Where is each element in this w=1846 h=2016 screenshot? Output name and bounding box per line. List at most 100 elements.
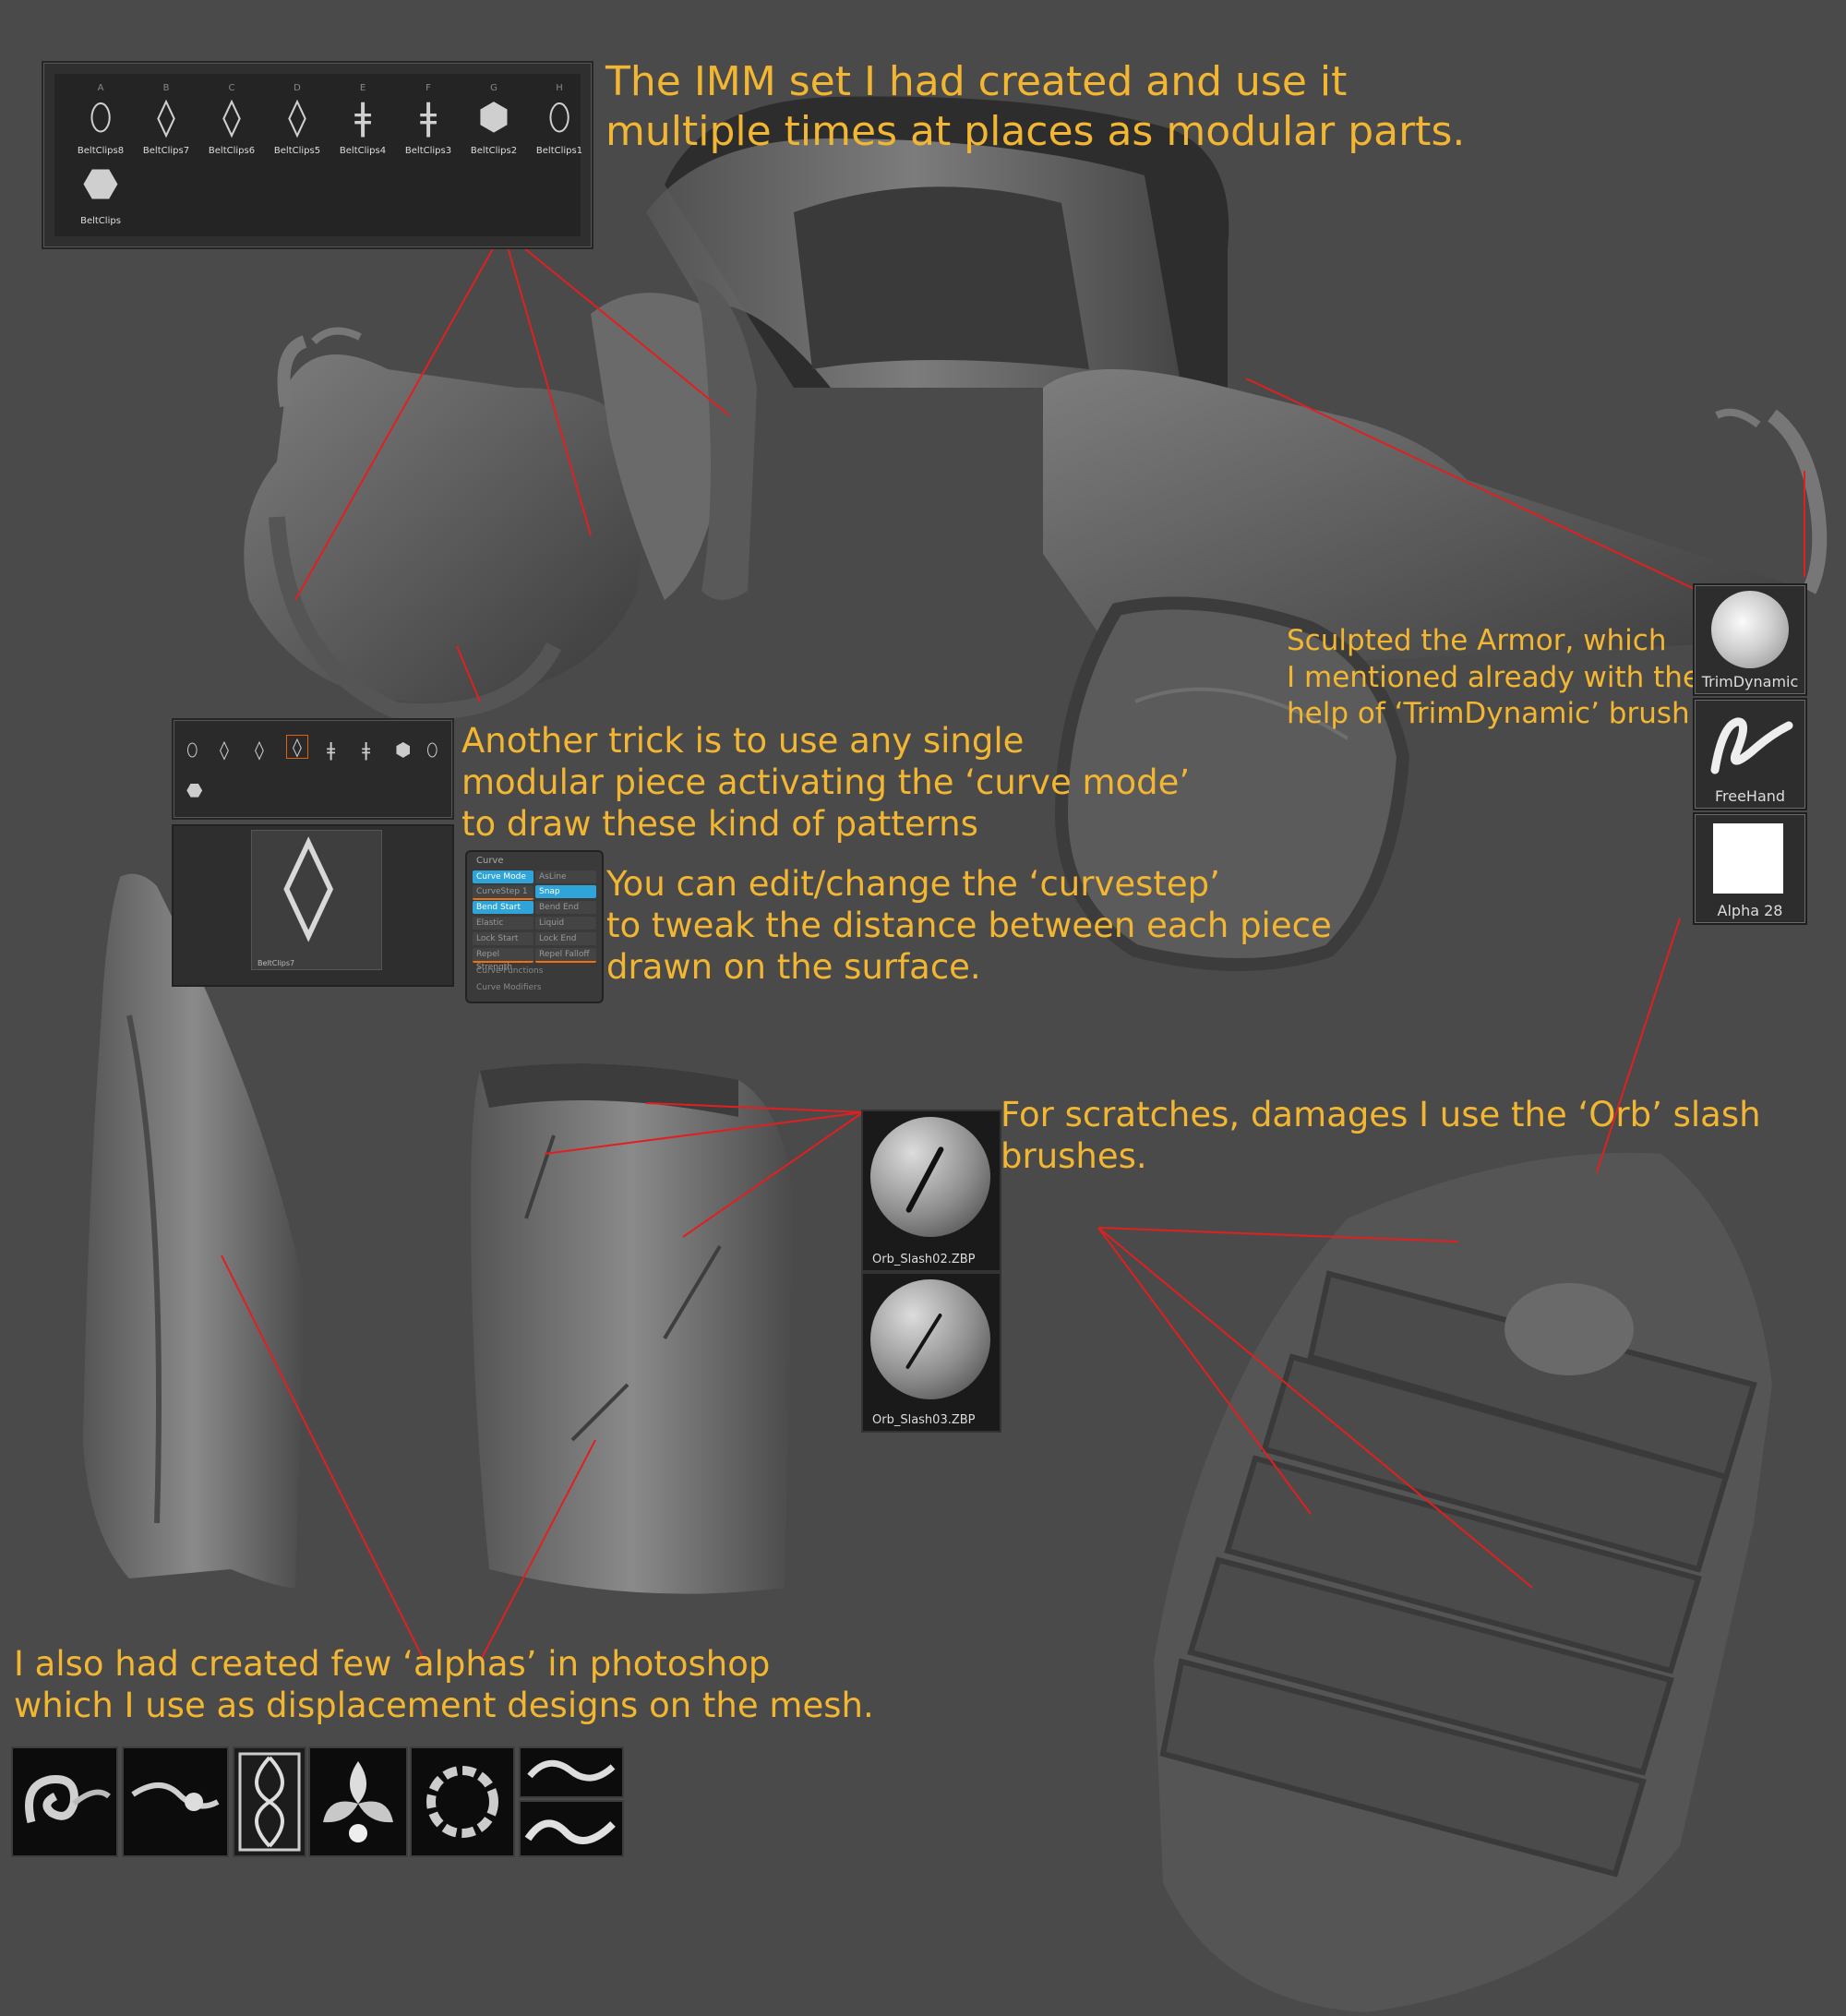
curve-modifiers-section[interactable]: Curve Modifiers — [476, 983, 542, 992]
imm-slot-letter: B — [162, 83, 170, 93]
repel-strength-slider[interactable]: Repel Strength — [473, 948, 533, 972]
orb-slash02-brush[interactable]: Orb_Slash02.ZBP — [861, 1110, 1001, 1272]
imm-slot-beltclips5-icon[interactable]: ◊ — [286, 735, 308, 759]
gauntlet-render — [1154, 1152, 1772, 2012]
imm-slot-beltclips8-icon[interactable]: ⬯ — [186, 738, 198, 761]
imm-slot-label: BeltClips5 — [273, 146, 321, 156]
bend-end-button[interactable]: Bend End — [535, 901, 596, 914]
brush-label: FreeHand — [1714, 787, 1786, 805]
imm-slot-letter: D — [294, 83, 301, 93]
annotation-line: You can edit/change the ‘curvestep’ — [606, 864, 1220, 904]
belt-clip-icon: ⬢ — [477, 96, 510, 138]
imm-slot-letter: A — [97, 83, 104, 93]
belt-clip-icon: ◊ — [222, 96, 241, 138]
orb-brush-label: Orb_Slash02.ZBP — [872, 1253, 976, 1266]
imm-slot-letter: C — [228, 83, 235, 93]
curvestep-slider[interactable]: CurveStep 1 — [473, 885, 533, 900]
annotation-line: For scratches, damages I use the ‘Orb’ s… — [1001, 1095, 1761, 1134]
annotation-line: I mentioned already with the — [1287, 660, 1701, 694]
imm-palette-large: A ⬯ BeltClips8 B ◊ BeltClips7 C ◊ BeltCl… — [42, 61, 593, 249]
corner-ornament-icon — [527, 1759, 616, 1782]
annotation-line: which I use as displacement designs on t… — [14, 1686, 874, 1726]
lock-end-button[interactable]: Lock End — [535, 932, 596, 945]
annotation-line: I also had created few ‘alphas’ in photo… — [14, 1644, 771, 1684]
annotation-line: to tweak the distance between each piece — [606, 906, 1332, 946]
curve-functions-section[interactable]: Curve Functions — [476, 966, 544, 976]
imm-slot-beltclips1-icon[interactable]: ⬯ — [426, 738, 438, 761]
belt-clip-icon: ǂ — [419, 96, 438, 138]
alpha-thumb-panel[interactable] — [233, 1746, 306, 1857]
belt-clip-icon: ⬯ — [547, 96, 571, 138]
annotation-line: modular piece activating the ‘curve mode… — [462, 762, 1191, 803]
annotation-imm: The IMM set I had created and use it mul… — [605, 57, 1465, 156]
annotation-curvestep: You can edit/change the ‘curvestep’ to t… — [606, 863, 1332, 988]
imm-slot-letter: G — [490, 83, 497, 93]
imm-slot-beltclips6-icon[interactable]: ◊ — [255, 738, 264, 761]
wreath-ornament-icon — [426, 1766, 498, 1838]
annotation-line: brushes. — [1001, 1136, 1147, 1177]
alpha-thumb-corner-bottom[interactable] — [519, 1800, 624, 1857]
imm-preview-tile[interactable]: ◊ BeltClips7 — [251, 830, 382, 970]
imm-slot-letter: H — [556, 83, 563, 93]
snap-button[interactable]: Snap — [535, 885, 596, 898]
trimdynamic-brush-tile[interactable]: TrimDynamic — [1693, 583, 1807, 696]
freehand-stroke-tile[interactable]: FreeHand — [1693, 698, 1807, 810]
imm-slot-beltclips7[interactable]: B ◊ BeltClips7 — [134, 83, 198, 175]
repel-falloff-slider[interactable]: Repel Falloff — [535, 948, 596, 963]
stroke-icon — [1710, 717, 1793, 774]
imm-slot-beltclips4-icon[interactable]: ǂ — [327, 738, 336, 761]
imm-slot-beltclips3-icon[interactable]: ǂ — [362, 738, 371, 761]
alpha-thumb-wreath[interactable] — [410, 1746, 515, 1857]
diamond-clip-icon: ◊ — [283, 824, 334, 942]
alpha-thumb-scroll[interactable] — [11, 1746, 118, 1857]
imm-slot-beltclips2[interactable]: G ⬢ BeltClips2 — [462, 83, 526, 175]
imm-slot-beltclips-icon[interactable]: ⬣ — [186, 779, 203, 801]
imm-slot-beltclips5[interactable]: D ◊ BeltClips5 — [265, 83, 330, 175]
collar-armor-render — [244, 96, 1828, 971]
imm-slot-label: BeltClips4 — [339, 146, 387, 156]
curve-mode-button[interactable]: Curve Mode — [473, 870, 533, 883]
imm-slot-beltclips4[interactable]: E ǂ BeltClips4 — [330, 83, 395, 175]
brush-label: TrimDynamic — [1701, 673, 1799, 690]
imm-slot-label: BeltClips8 — [77, 146, 125, 156]
imm-slot-label: BeltClips — [80, 216, 121, 226]
annotation-armor: Sculpted the Armor, which I mentioned al… — [1287, 623, 1700, 733]
belt-clip-icon: ◊ — [288, 96, 306, 138]
imm-slot-beltclips7-icon[interactable]: ◊ — [220, 738, 229, 761]
elastic-button[interactable]: Elastic — [473, 917, 533, 930]
imm-preview-label: BeltClips7 — [258, 959, 295, 967]
imm-slot-letter: E — [359, 83, 366, 93]
imm-slot-beltclips6[interactable]: C ◊ BeltClips6 — [199, 83, 264, 175]
imm-slot-beltclips2-icon[interactable]: ⬢ — [395, 738, 412, 761]
annotation-line: The IMM set I had created and use it — [605, 58, 1348, 105]
asline-button[interactable]: AsLine — [535, 870, 596, 883]
imm-slot-letter: F — [426, 83, 431, 93]
annotation-line: drawn on the surface. — [606, 947, 981, 988]
imm-slot-label: BeltClips1 — [535, 146, 583, 156]
alpha-thumb-fleur[interactable] — [308, 1746, 408, 1857]
liquid-button[interactable]: Liquid — [535, 917, 596, 930]
vine-ornament-icon — [524, 1819, 616, 1844]
orb-brush-label: Orb_Slash03.ZBP — [872, 1413, 976, 1427]
imm-slot-beltclips3[interactable]: F ǂ BeltClips3 — [396, 83, 461, 175]
annotation-alphas: I also had created few ‘alphas’ in photo… — [14, 1643, 874, 1726]
belt-clip-icon: ◊ — [157, 96, 175, 138]
orb-slash03-brush[interactable]: Orb_Slash03.ZBP — [861, 1272, 1001, 1433]
imm-slot-label: BeltClips3 — [404, 146, 452, 156]
imm-slot-beltclips1[interactable]: H ⬯ BeltClips1 — [527, 83, 592, 175]
alpha-thumb-flourish[interactable] — [122, 1746, 229, 1857]
flourish-ornament-icon — [131, 1782, 220, 1811]
bend-start-button[interactable]: Bend Start — [473, 901, 533, 914]
bracer-left-render — [83, 873, 305, 1588]
alpha-thumb-corner-top[interactable] — [519, 1746, 624, 1798]
imm-slot-label: BeltClips7 — [142, 146, 190, 156]
lock-start-button[interactable]: Lock Start — [473, 932, 533, 945]
annotation-line: to draw these kind of patterns — [462, 804, 978, 845]
imm-slot-beltclips[interactable]: ⬣ BeltClips — [68, 161, 133, 234]
white-square-alpha-icon — [1713, 823, 1783, 894]
imm-slot-beltclips8[interactable]: A ⬯ BeltClips8 — [68, 83, 133, 175]
imm-palette-small: ⬯ ◊ ◊ ◊ ǂ ǂ ⬢ ⬯ ⬣ — [172, 718, 454, 820]
alpha-28-tile[interactable]: Alpha 28 — [1693, 812, 1807, 925]
annotation-line: help of ‘TrimDynamic’ brush — [1287, 697, 1690, 731]
